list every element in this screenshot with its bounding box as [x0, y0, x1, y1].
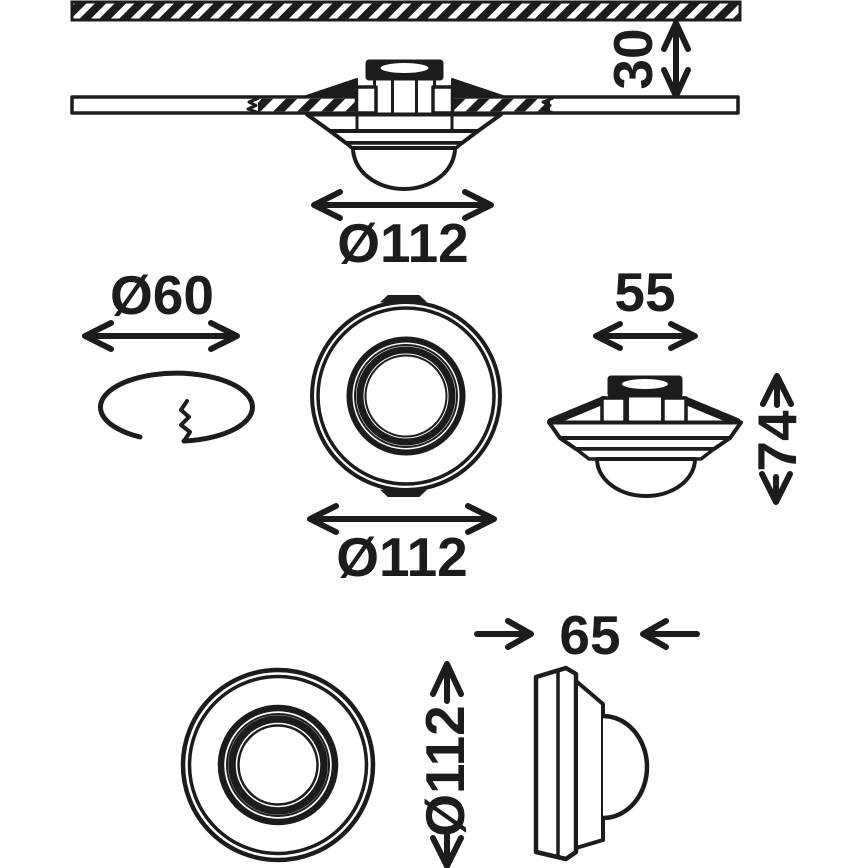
front-view: Ø112 [307, 295, 502, 588]
cutout-hole-ellipse [97, 370, 255, 444]
trim-disc-edge [533, 665, 579, 862]
arrowhead-down-icon [759, 471, 793, 505]
dim-65-label: 65 [559, 604, 620, 666]
flange-wedge-left [304, 78, 358, 98]
cutout-view: Ø60 [82, 264, 255, 444]
arrowhead-up-icon [661, 20, 691, 52]
panel-hatch-right [452, 98, 550, 112]
panel-break-right [540, 97, 554, 114]
dimension-section-diameter: Ø112 [311, 189, 494, 274]
trim-band-base-side [574, 447, 716, 461]
arrowhead-left-icon [311, 189, 343, 221]
trim-band-lower [328, 129, 480, 145]
arrowhead-right-icon [668, 321, 698, 351]
arrowhead-left-icon [593, 321, 623, 351]
trim-band-upper-side [547, 420, 743, 440]
dimension-front-diameter: Ø112 [307, 503, 497, 588]
arrowhead-right-icon [462, 189, 494, 221]
arrowhead-down-icon [430, 835, 464, 868]
spring-clip-left [354, 85, 378, 115]
dimension-housing-width [593, 321, 698, 351]
trim-outer-circle-inner [316, 306, 496, 486]
junction-box-body [373, 77, 436, 117]
sensor-dome-profile [602, 713, 650, 821]
lens-inner-line [237, 724, 319, 806]
spring-clip-left-side [600, 396, 627, 425]
dim-112-bottom-label: Ø112 [414, 705, 476, 837]
trim-outer-circle [310, 300, 502, 492]
flange-edge-left [547, 396, 608, 426]
flange-edge-right [680, 396, 741, 426]
dimension-recess-depth: 30 [602, 20, 691, 99]
profile-view: 65 [474, 604, 700, 862]
arrowhead-up-icon [760, 373, 794, 407]
panel-break-left [246, 97, 260, 114]
lens-ring-outer [217, 704, 339, 826]
fixture-section [304, 59, 505, 191]
dim-74-label: 74 [746, 410, 808, 472]
lens-ring-outer [346, 336, 466, 456]
trim-outer-circle-inner [187, 674, 369, 856]
dimension-profile-depth: 65 [474, 604, 700, 666]
arrowhead-right-icon [208, 320, 240, 352]
arrowhead-left-icon [640, 618, 669, 650]
arrowhead-right-icon [505, 618, 534, 650]
dim-30-label: 30 [602, 28, 664, 89]
lens-ring-inner [356, 346, 456, 446]
flange-wedge-right [451, 78, 505, 98]
ceiling-section-view: 30 Ø1 [70, 0, 742, 274]
arrowhead-up-icon [430, 661, 464, 697]
lens-ring-line [354, 344, 458, 448]
dim-112-top-label: Ø112 [337, 212, 469, 274]
spring-clip-right-side [661, 396, 688, 425]
sensor-dome-section [351, 146, 457, 191]
trim-outer-circle [180, 667, 376, 863]
mount-tab-top [380, 295, 427, 303]
arrowhead-right-icon [465, 503, 497, 535]
arrowhead-left-icon [82, 320, 114, 352]
mount-tab-bottom [380, 489, 427, 497]
ceiling-slab-hatched [70, 0, 742, 22]
dim-112-mid-label: Ø112 [336, 526, 468, 588]
housing-cone [574, 679, 605, 850]
junction-box-cap-opening-side [622, 379, 668, 389]
dimension-profile-diameter: Ø112 [414, 661, 476, 868]
dimension-cutout [82, 320, 240, 352]
lens-ring-line [226, 713, 330, 817]
lens-inner-line [364, 354, 448, 438]
junction-box-cap-opening [380, 63, 429, 73]
arrowhead-left-icon [307, 503, 339, 535]
dimension-housing-height: 74 [746, 373, 808, 505]
side-view: 55 74 [547, 261, 808, 505]
dim-60-label: Ø60 [110, 264, 214, 326]
cutout-break-mark [179, 399, 192, 443]
front-view-bottom [180, 667, 376, 863]
lens-ring-inner [228, 715, 328, 815]
trim-band-upper [305, 112, 503, 133]
sensor-dome-side [595, 457, 697, 498]
dim-55-label: 55 [614, 261, 675, 323]
spring-clip-right [431, 85, 455, 115]
panel-hatch-left [258, 98, 357, 112]
